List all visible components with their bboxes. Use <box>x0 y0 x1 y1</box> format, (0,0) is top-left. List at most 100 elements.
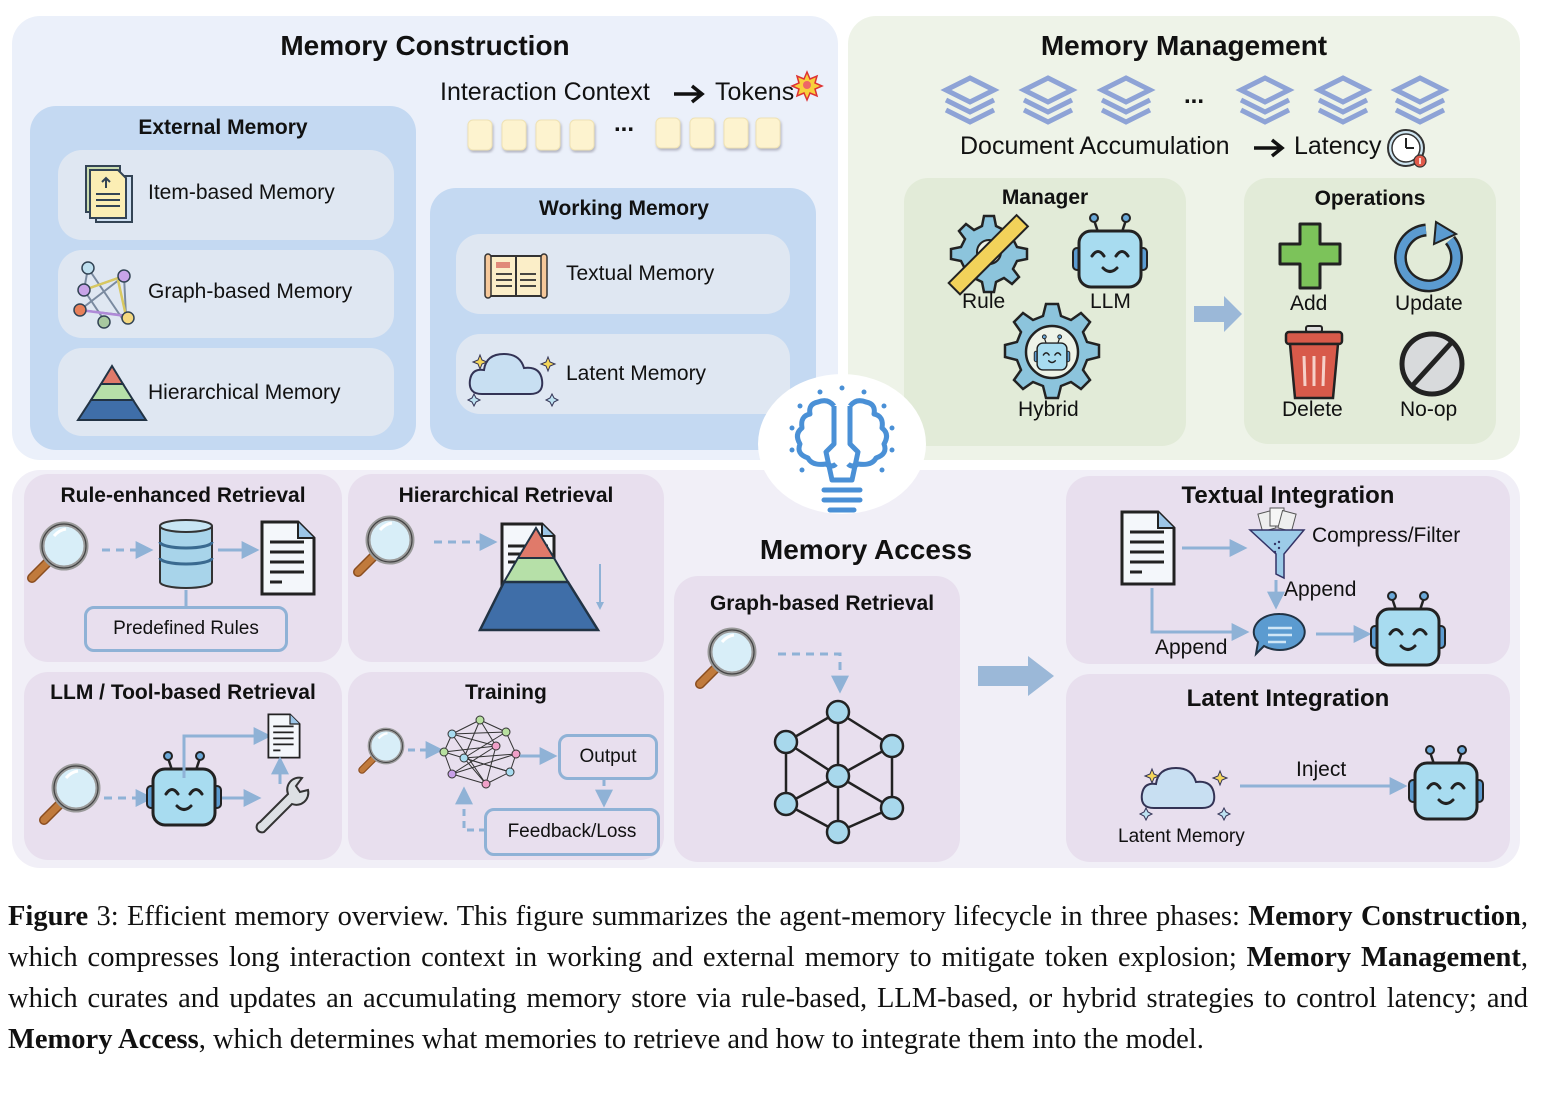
wrench-icon <box>255 776 310 834</box>
layers-ellipsis: ... <box>1184 82 1205 109</box>
llm-robot-icon <box>1071 212 1149 289</box>
document-stack-icon <box>85 165 133 223</box>
latent-memory-label: Latent Memory <box>566 362 707 385</box>
neural-network-icon <box>439 715 521 789</box>
llm-robot-icon <box>145 750 223 827</box>
latent-memory-label: Latent Memory <box>1118 826 1245 847</box>
graph-based-memory-label: Graph-based Memory <box>148 280 353 303</box>
delete-trash-icon <box>1284 325 1344 400</box>
figure-label: Figure <box>8 901 89 932</box>
token-block <box>723 117 749 149</box>
training-panel <box>348 672 664 860</box>
graph-based-retrieval-panel <box>674 576 960 862</box>
hierarchical-retrieval-title: Hierarchical Retrieval <box>398 484 614 507</box>
operations-title: Operations <box>1314 187 1426 210</box>
latency-label: Latency <box>1294 132 1382 160</box>
caption-text-3: , which determines what memories to retr… <box>198 1024 1204 1055</box>
token-block <box>689 117 715 149</box>
dashed-arrow-down <box>595 780 613 808</box>
graph-node-icon <box>773 699 905 845</box>
add-label: Add <box>1290 292 1328 315</box>
chat-bubble-icon <box>1252 612 1306 657</box>
item-based-memory-label: Item-based Memory <box>148 181 335 204</box>
delete-label: Delete <box>1282 398 1343 421</box>
explosion-icon <box>790 70 824 102</box>
memory-construction-title: Memory Construction <box>280 30 570 61</box>
caption-text-2: , which curates and updates an accumulat… <box>8 942 1528 1014</box>
token-ellipsis: ... <box>614 110 635 137</box>
external-memory-title: External Memory <box>138 116 308 139</box>
caption-intro: 3: Efficient memory overview. This figur… <box>88 901 1249 932</box>
append-bottom-label: Append <box>1155 636 1228 659</box>
document-icon <box>260 520 316 596</box>
memory-management-title: Memory Management <box>1040 30 1328 61</box>
token-block <box>655 117 681 149</box>
dashed-arrow <box>104 789 154 807</box>
llm-label: LLM <box>1090 290 1131 313</box>
document-icon <box>1120 510 1176 586</box>
magnifier-icon <box>76 788 77 789</box>
magnifier-icon <box>390 540 391 541</box>
feedback-loss-box: Feedback/Loss <box>484 808 660 856</box>
clock-icon <box>1387 129 1427 168</box>
document-icon <box>267 713 301 759</box>
textual-integration-title: Textual Integration <box>1181 482 1395 509</box>
caption-phase-access: Memory Access <box>8 1024 199 1055</box>
database-icon <box>158 519 214 589</box>
append-arrow <box>1150 588 1250 641</box>
arrow-down <box>1267 580 1285 610</box>
manager-title: Manager <box>1001 186 1089 209</box>
cloud-icon <box>467 353 559 407</box>
arrow-up <box>271 756 289 784</box>
latent-integration-title: Latent Integration <box>1186 685 1390 712</box>
graph-based-retrieval-title: Graph-based Retrieval <box>709 592 935 615</box>
feedback-dashed-arrow <box>455 786 486 832</box>
arrow <box>520 747 558 765</box>
figure-caption: Figure 3: Efficient memory overview. Thi… <box>8 896 1528 1060</box>
arrow <box>1316 625 1372 643</box>
connector-line <box>184 590 188 608</box>
llm-tool-retrieval-title: LLM / Tool-based Retrieval <box>50 681 316 704</box>
open-book-icon <box>484 253 548 299</box>
rule-label: Rule <box>962 290 1006 313</box>
predefined-rules-box: Predefined Rules <box>84 606 288 652</box>
graph-network-icon <box>73 261 135 329</box>
magnifier-icon <box>732 652 733 653</box>
llm-robot-icon <box>1369 590 1447 667</box>
document-accumulation-label: Document Accumulation <box>960 132 1230 160</box>
token-block <box>569 119 595 151</box>
dashed-arrow <box>434 533 498 551</box>
manager-to-operations-arrow <box>1194 296 1242 332</box>
compress-filter-label: Compress/Filter <box>1312 524 1461 547</box>
dashed-arrow <box>408 741 444 759</box>
arrow <box>218 541 260 559</box>
inject-arrow <box>1240 777 1408 795</box>
document-pyramid-icon <box>477 522 604 632</box>
no-op-label: No-op <box>1400 398 1458 421</box>
token-block <box>501 119 527 151</box>
hierarchical-memory-label: Hierarchical Memory <box>148 381 341 404</box>
caption-text-1: , which compresses long interaction cont… <box>8 901 1528 973</box>
rule-gear-ruler-icon <box>947 213 1030 296</box>
textual-memory-label: Textual Memory <box>566 262 715 285</box>
interaction-context-label: Interaction Context <box>440 78 650 106</box>
update-refresh-icon <box>1394 220 1463 293</box>
caption-phase-construction: Memory Construction <box>1248 901 1521 932</box>
training-title: Training <box>465 681 547 704</box>
external-memory-item <box>58 250 394 338</box>
hybrid-gear-robot-icon <box>1003 302 1101 400</box>
filter-funnel-icon <box>1248 507 1306 580</box>
append-top-label: Append <box>1284 578 1357 601</box>
operations-panel <box>1244 178 1496 444</box>
dashed-arrow <box>102 541 154 559</box>
token-block <box>467 119 493 151</box>
arrow-to-tool <box>222 789 262 807</box>
brain-lightbulb-icon <box>789 385 895 513</box>
no-op-prohibited-icon <box>1399 331 1465 397</box>
add-plus-icon <box>1278 222 1342 290</box>
update-label: Update <box>1395 292 1463 315</box>
cloud-icon <box>1139 767 1231 821</box>
magnifier-icon <box>386 746 387 747</box>
document-layers-row <box>0 0 1 1</box>
arrow-icon <box>1254 138 1285 158</box>
